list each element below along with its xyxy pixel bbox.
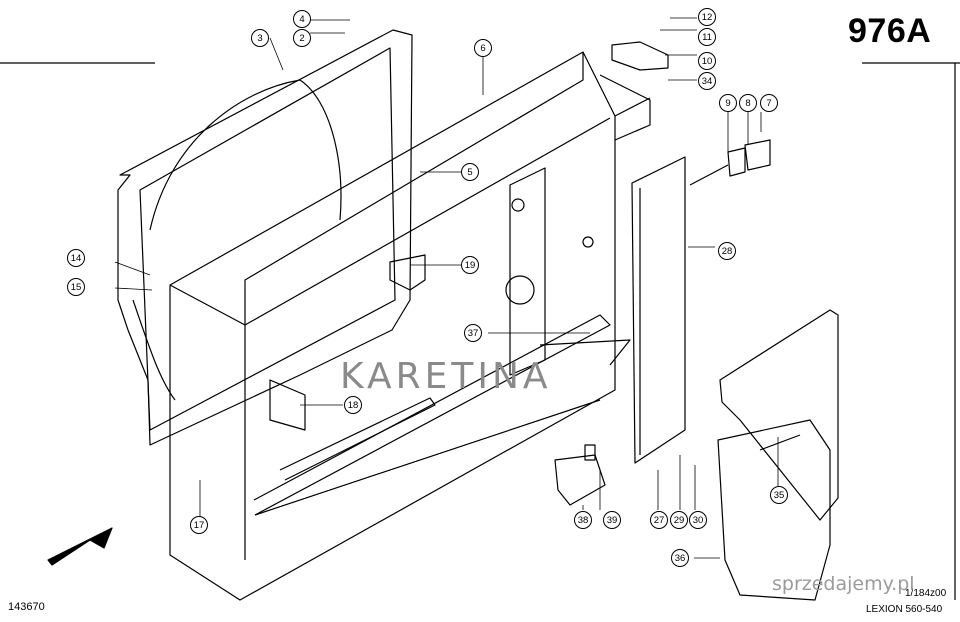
svg-text:35: 35 — [774, 490, 785, 501]
page-code: 976A — [848, 12, 932, 50]
callout-10: 10 — [698, 52, 716, 70]
svg-text:15: 15 — [71, 282, 82, 293]
svg-text:27: 27 — [654, 515, 665, 526]
main-frame-outer — [169, 51, 616, 601]
svg-text:5: 5 — [467, 167, 472, 178]
svg-text:36: 36 — [675, 553, 686, 564]
callout-3: 3 — [251, 29, 269, 47]
callout-17: 17 — [190, 516, 208, 534]
callout-18: 18 — [344, 396, 362, 414]
leader-lines — [114, 17, 779, 559]
reference-code: 1/184z00 — [905, 588, 947, 599]
callout-35: 35 — [770, 486, 788, 504]
callout-29: 29 — [670, 511, 688, 529]
svg-text:2: 2 — [299, 33, 304, 44]
drawing-number: 143670 — [8, 601, 45, 613]
callout-15: 15 — [67, 278, 85, 296]
callout-38: 38 — [574, 511, 592, 529]
callout-37: 37 — [464, 324, 482, 342]
svg-text:11: 11 — [702, 32, 712, 43]
svg-text:7: 7 — [766, 98, 771, 109]
watermark-site: sprzedajemy.pl — [772, 573, 915, 595]
svg-text:8: 8 — [745, 98, 750, 109]
svg-text:38: 38 — [578, 515, 589, 526]
svg-text:28: 28 — [722, 246, 733, 257]
svg-text:3: 3 — [257, 33, 262, 44]
fan-shroud — [117, 29, 413, 446]
svg-text:12: 12 — [702, 12, 713, 23]
callout-5: 5 — [461, 163, 479, 181]
svg-text:30: 30 — [693, 515, 704, 526]
callout-9: 9 — [719, 94, 737, 112]
svg-text:18: 18 — [348, 400, 359, 411]
svg-text:10: 10 — [702, 56, 713, 67]
linework — [0, 29, 960, 601]
callout-28: 28 — [718, 242, 736, 260]
callout-34: 34 — [698, 72, 716, 90]
cover-plate-upper — [719, 309, 839, 521]
svg-text:17: 17 — [194, 520, 205, 531]
svg-text:39: 39 — [607, 515, 618, 526]
svg-text:4: 4 — [299, 14, 304, 25]
svg-text:34: 34 — [702, 76, 713, 87]
cover-plate-lower — [717, 419, 831, 601]
svg-text:6: 6 — [480, 43, 485, 54]
callout-39: 39 — [603, 511, 621, 529]
callout-11: 11 — [698, 28, 716, 46]
svg-text:9: 9 — [725, 98, 730, 109]
machine-model: LEXION 560-540 — [866, 604, 943, 615]
side-panel — [631, 156, 686, 464]
svg-text:29: 29 — [674, 515, 685, 526]
callout-30: 30 — [689, 511, 707, 529]
callout-4: 4 — [293, 10, 311, 28]
svg-text:37: 37 — [468, 328, 479, 339]
callout-14: 14 — [67, 249, 85, 267]
callout-36: 36 — [671, 549, 689, 567]
callout-27: 27 — [650, 511, 668, 529]
callout-8: 8 — [739, 94, 757, 112]
callout-7: 7 — [760, 94, 778, 112]
svg-text:14: 14 — [71, 253, 82, 264]
callout-2: 2 — [293, 29, 311, 47]
callout-6: 6 — [474, 39, 492, 57]
watermark-brand: KARETINA — [340, 356, 552, 397]
svg-text:19: 19 — [465, 260, 476, 271]
callout-19: 19 — [461, 256, 479, 274]
callout-12: 12 — [698, 8, 716, 26]
